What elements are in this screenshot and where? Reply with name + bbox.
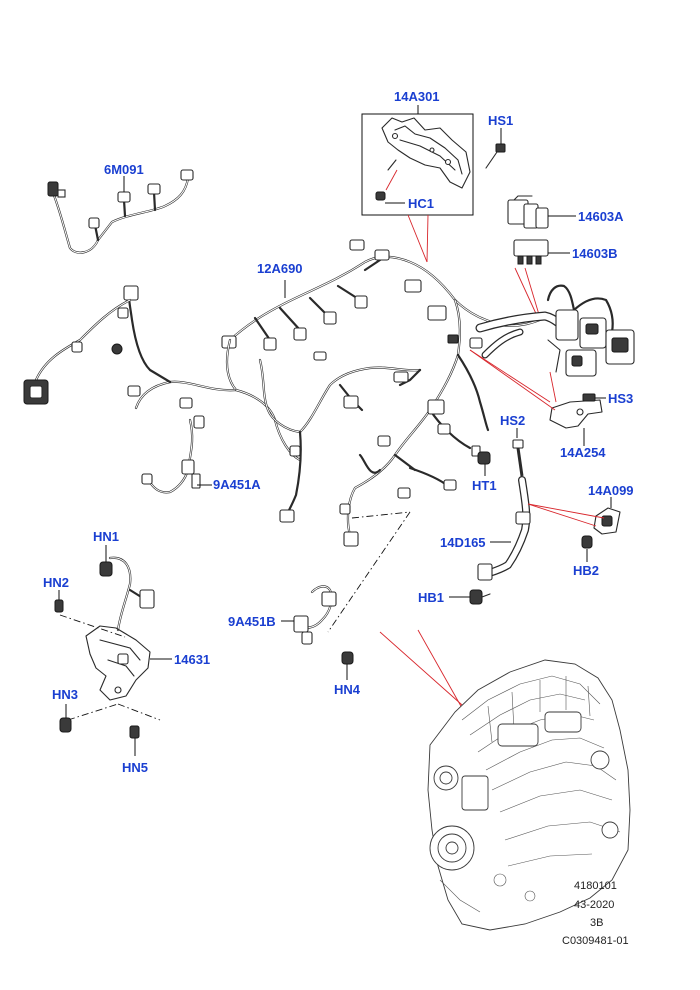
alignment-line-14631	[59, 614, 126, 638]
bolt-HB2	[581, 535, 593, 562]
bracket-14A254	[549, 393, 606, 446]
bolt-HN3	[59, 704, 72, 733]
screw-HS1	[485, 143, 506, 169]
ref-line-2: 43-2020	[574, 899, 614, 911]
ref-line-3: 3B	[590, 917, 603, 929]
label-HB2: HB2	[573, 563, 599, 578]
label-HS1: HS1	[488, 113, 513, 128]
clip-HN1	[99, 545, 113, 577]
label-14A099: 14A099	[588, 483, 634, 498]
label-9A451B: 9A451B	[228, 614, 276, 629]
label-14603B: 14603B	[572, 246, 618, 261]
harness-connector-block	[546, 284, 635, 377]
clip-HC1	[375, 191, 386, 201]
label-HN1: HN1	[93, 529, 119, 544]
bracket-14A301	[381, 117, 471, 189]
label-9A451A: 9A451A	[213, 477, 261, 492]
harness-14631	[85, 556, 172, 701]
connector-14603B	[513, 239, 570, 265]
part-14A301-group	[361, 105, 506, 263]
engine-assembly	[427, 659, 631, 931]
label-14603A: 14603A	[578, 209, 624, 224]
nut-HN4	[341, 651, 354, 680]
alignment-line-9A451B	[327, 511, 411, 633]
label-HN4: HN4	[334, 682, 361, 697]
label-HS3: HS3	[608, 391, 633, 406]
ref-line-4: C0309481-01	[562, 935, 629, 947]
label-HB1: HB1	[418, 590, 444, 605]
label-HN2: HN2	[43, 575, 69, 590]
label-HC1: HC1	[408, 196, 434, 211]
harness-6M091	[47, 169, 194, 254]
label-6M091: 6M091	[104, 162, 144, 177]
label-14A301: 14A301	[394, 89, 440, 104]
label-HN3: HN3	[52, 687, 78, 702]
sensor-pipe-14D165	[477, 428, 531, 581]
connector-14603A	[507, 195, 576, 229]
label-14A254: 14A254	[560, 445, 606, 460]
label-14631: 14631	[174, 652, 210, 667]
harness-9A451B	[281, 585, 337, 645]
label-HT1: HT1	[472, 478, 497, 493]
bolt-HN2	[54, 590, 64, 613]
label-HN5: HN5	[122, 760, 148, 775]
ref-line-1: 4180101	[574, 880, 617, 892]
bolt-HN5	[129, 725, 140, 756]
sensor-HT1	[471, 445, 491, 476]
label-12A690: 12A690	[257, 261, 303, 276]
label-14D165: 14D165	[440, 535, 486, 550]
bracket-14A099	[527, 497, 621, 535]
label-HS2: HS2	[500, 413, 525, 428]
harness-12A690	[23, 239, 573, 547]
bolt-HB1	[449, 589, 491, 605]
